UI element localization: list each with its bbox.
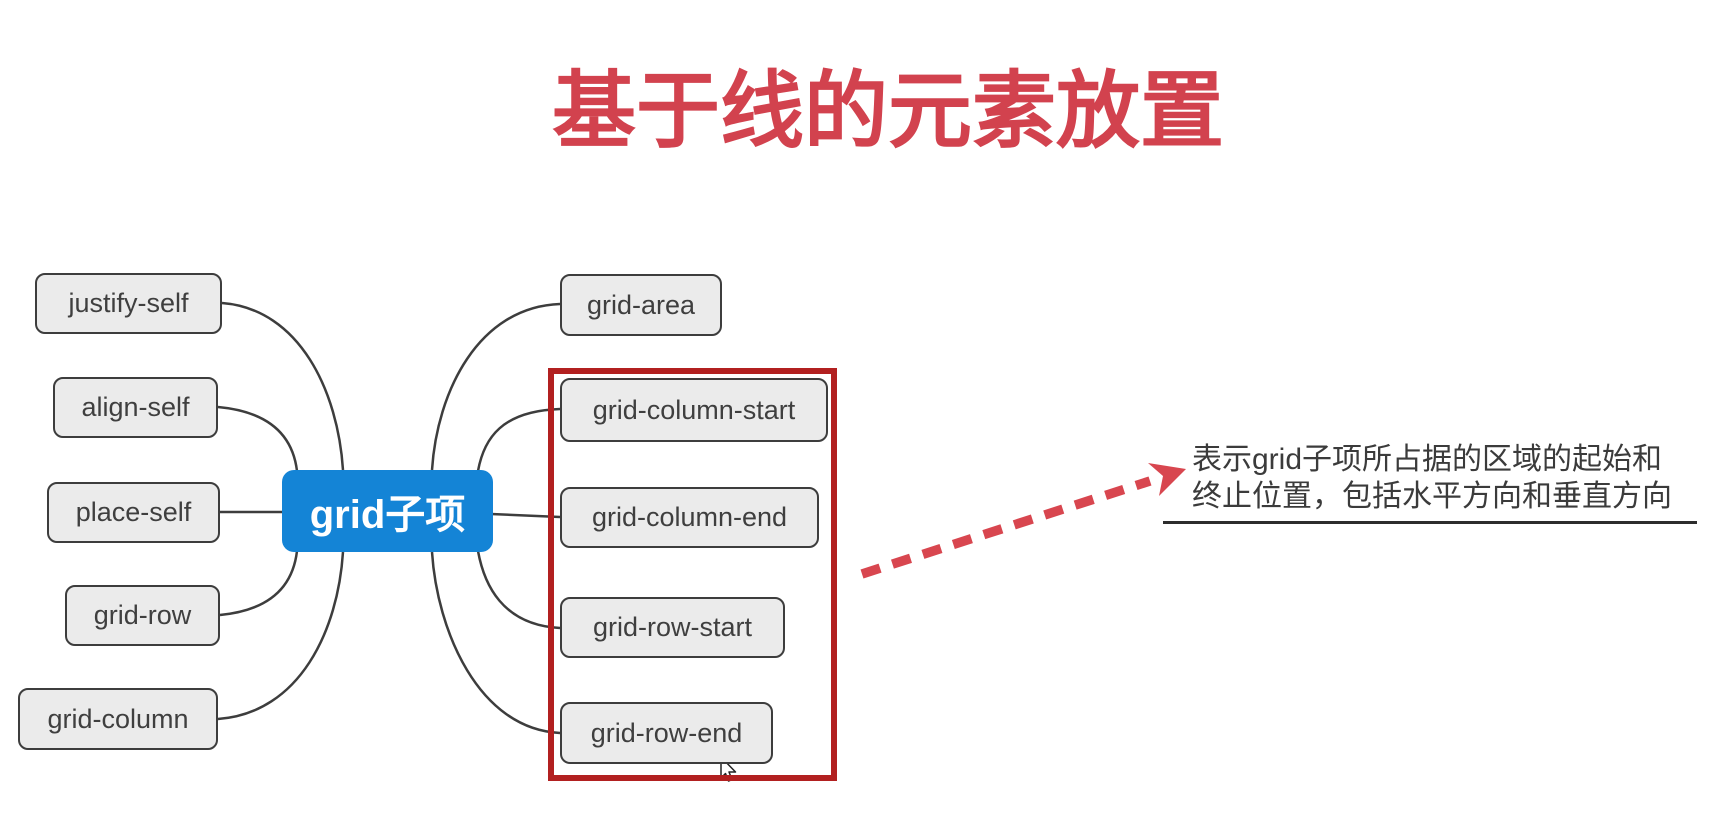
page-title: 基于线的元素放置 — [552, 64, 1225, 158]
annotation-line-1: 表示grid子项所占据的区域的起始和 — [1192, 443, 1663, 476]
node-grid-area[interactable]: grid-area — [560, 274, 722, 336]
connector-align-self — [217, 405, 299, 472]
annotation-arrow-head-icon — [1148, 463, 1186, 496]
node-grid-column[interactable]: grid-column — [18, 688, 218, 750]
connector-grid-area — [430, 302, 561, 471]
annotation-arrow — [860, 476, 1152, 579]
annotation-underline — [1163, 521, 1697, 524]
node-grid-child-center[interactable]: grid子项 — [282, 470, 493, 552]
node-grid-row-start[interactable]: grid-row-start — [560, 597, 785, 658]
annotation-line-2: 终止位置，包括水平方向和垂直方向 — [1192, 480, 1672, 513]
connector-justify-self — [221, 301, 345, 471]
node-grid-row[interactable]: grid-row — [65, 585, 220, 646]
connector-grid-row — [219, 550, 299, 617]
node-grid-column-end[interactable]: grid-column-end — [560, 487, 819, 548]
highlight-rectangle — [548, 368, 837, 781]
connector-grid-column — [217, 551, 345, 721]
annotation-text: 表示grid子项所占据的区域的起始和 终止位置，包括水平方向和垂直方向 — [1192, 441, 1672, 515]
node-grid-column-start[interactable]: grid-column-start — [560, 378, 828, 442]
connector-grid-row-end — [430, 551, 561, 735]
node-justify-self[interactable]: justify-self — [35, 273, 222, 334]
node-grid-row-end[interactable]: grid-row-end — [560, 702, 773, 764]
node-align-self[interactable]: align-self — [53, 377, 218, 438]
node-place-self[interactable]: place-self — [47, 482, 220, 543]
